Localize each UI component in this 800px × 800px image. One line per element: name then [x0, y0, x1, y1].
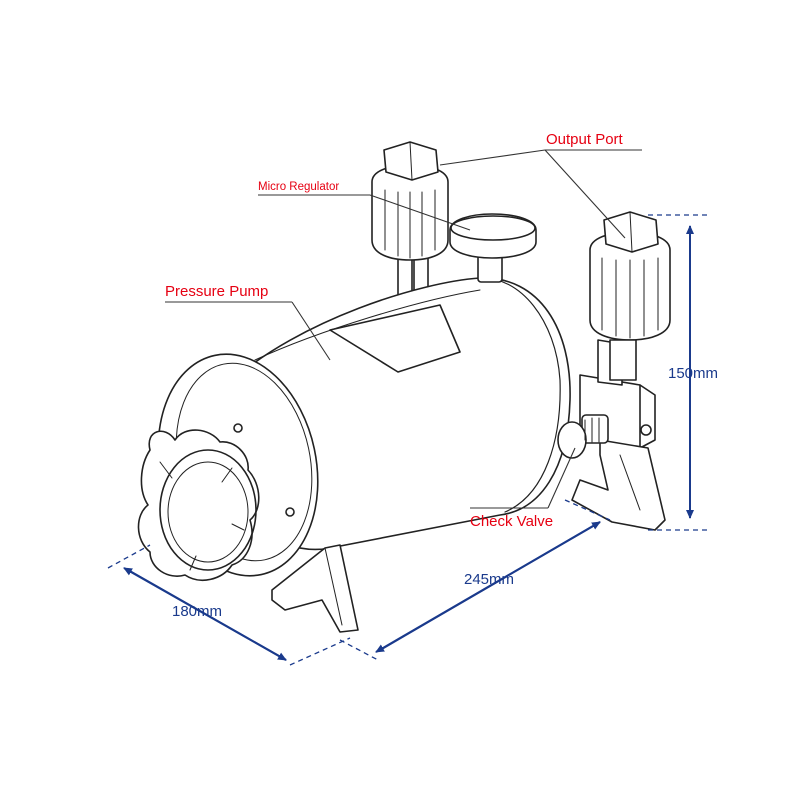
right-output-valve	[589, 211, 671, 381]
length-dimension-label: 245mm	[464, 571, 514, 588]
check-valve-label: Check Valve	[470, 513, 553, 530]
check-valve-leader	[547, 447, 576, 509]
pressure-pump-label: Pressure Pump	[165, 283, 268, 300]
micro-regulator-knob	[449, 213, 537, 283]
pressure-pump-leader	[291, 301, 331, 361]
height-dimension-label: 150mm	[668, 365, 718, 382]
dimension-arrows	[123, 225, 694, 661]
front-stand	[271, 544, 359, 633]
output-port-label: Output Port	[546, 131, 624, 148]
rear-stand	[571, 439, 666, 531]
upper-output-valve	[371, 141, 449, 261]
micro-regulator-leader	[369, 194, 471, 231]
length-arrow-start	[375, 521, 601, 653]
micro-regulator-label: Micro Regulator	[258, 181, 339, 193]
extension-lines	[107, 214, 710, 666]
front-handwheel	[137, 429, 260, 581]
width-arrow-start	[123, 567, 287, 661]
output-port-leader-1	[439, 149, 546, 166]
leader-lines	[165, 149, 642, 509]
width-dimension-label: 180mm	[172, 603, 222, 620]
check-valve-knob	[557, 414, 609, 459]
output-port-leader-2	[544, 149, 626, 239]
